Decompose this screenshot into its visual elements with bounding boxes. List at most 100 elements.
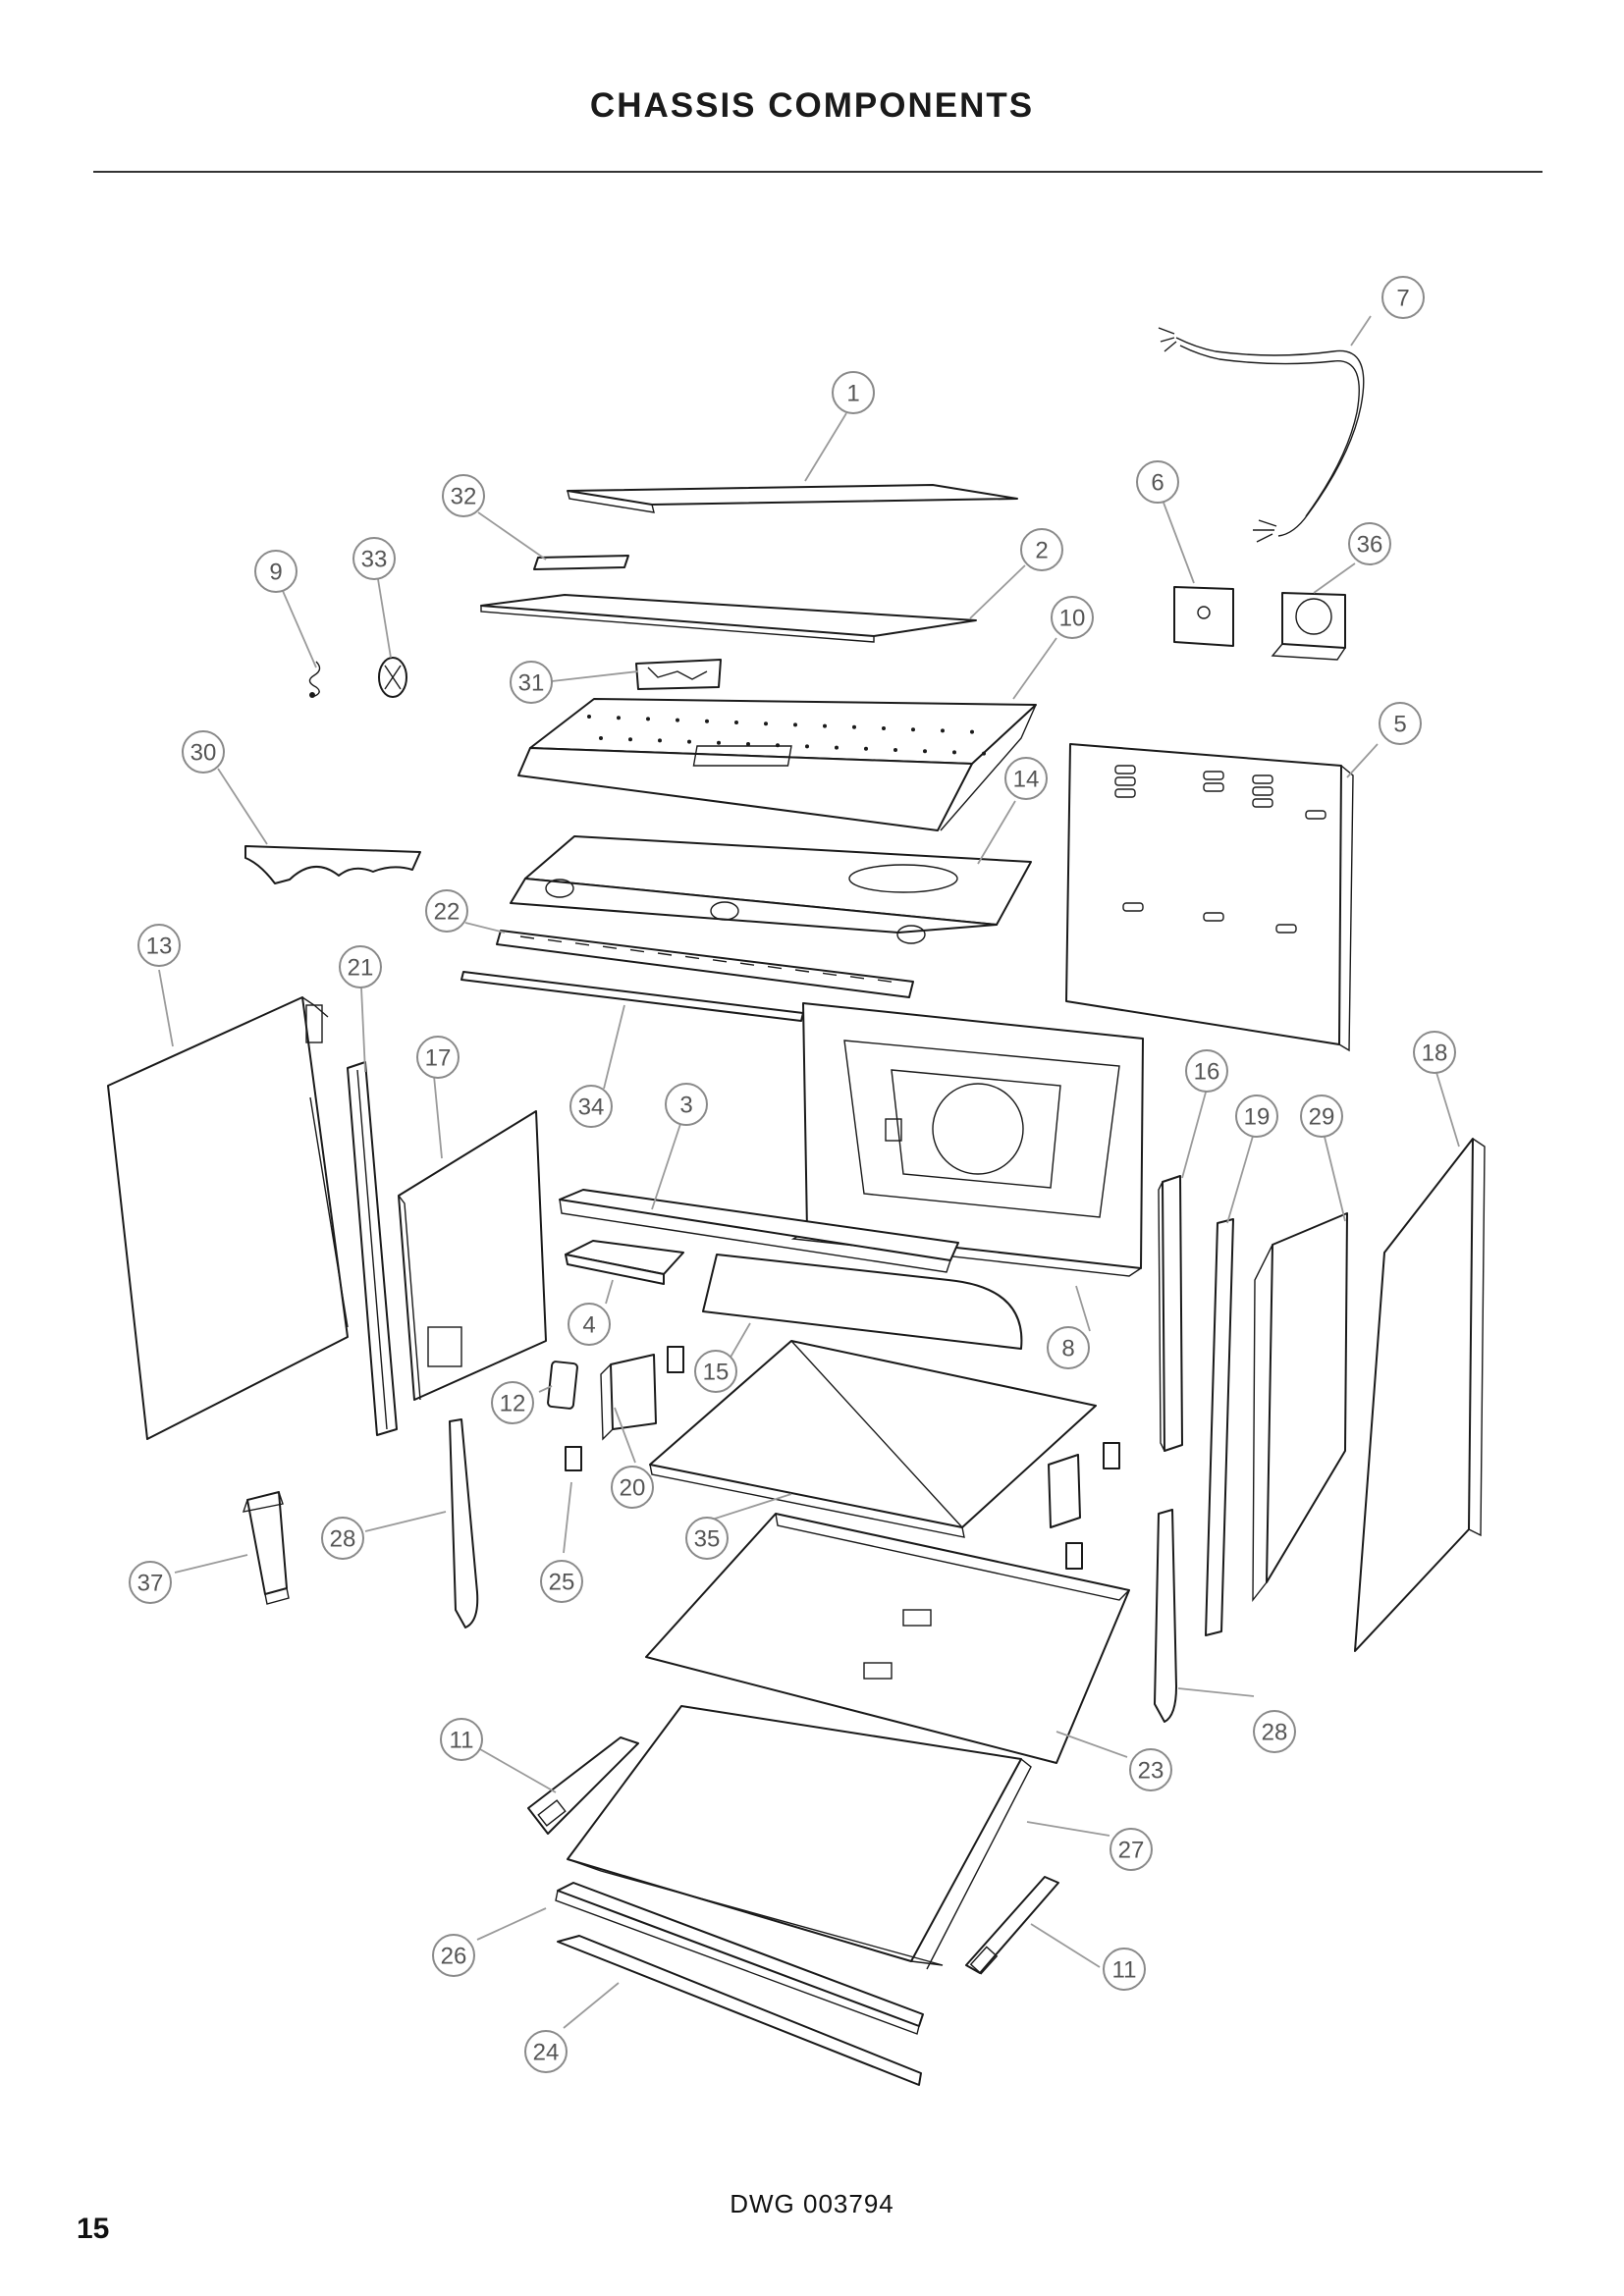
part-17-insulation-panel bbox=[398, 1110, 547, 1401]
callout-18: 18 bbox=[1413, 1031, 1456, 1074]
part-20-bracket bbox=[600, 1354, 657, 1441]
svg-text:3: 3 bbox=[679, 1093, 692, 1119]
part-32-strip bbox=[533, 555, 629, 570]
callout-15: 15 bbox=[694, 1350, 737, 1393]
callout-25: 25 bbox=[540, 1560, 583, 1603]
svg-text:5: 5 bbox=[1393, 712, 1406, 738]
svg-text:9: 9 bbox=[269, 560, 282, 586]
callout-11-left: 11 bbox=[440, 1718, 483, 1761]
callout-20: 20 bbox=[611, 1466, 654, 1509]
part-11-right-foot bbox=[965, 1876, 1059, 1975]
part-33-fan-clip bbox=[378, 657, 407, 698]
svg-text:36: 36 bbox=[1357, 532, 1383, 559]
callout-28-right: 28 bbox=[1253, 1710, 1296, 1753]
part-28-right-trim bbox=[1154, 1509, 1177, 1723]
part-14-duct-panel bbox=[510, 835, 1032, 944]
svg-text:33: 33 bbox=[361, 547, 388, 573]
part-1-top-cover bbox=[567, 484, 1018, 513]
svg-text:23: 23 bbox=[1138, 1758, 1164, 1785]
callout-11-right: 11 bbox=[1103, 1948, 1146, 1991]
part-36-fan-bracket bbox=[1271, 592, 1346, 661]
callout-27: 27 bbox=[1110, 1828, 1153, 1871]
svg-text:12: 12 bbox=[500, 1391, 526, 1417]
svg-text:8: 8 bbox=[1061, 1336, 1074, 1362]
part-18-right-side-panel bbox=[1354, 1138, 1486, 1652]
svg-text:25: 25 bbox=[549, 1570, 575, 1596]
svg-text:32: 32 bbox=[451, 484, 477, 510]
svg-text:14: 14 bbox=[1013, 767, 1040, 793]
part-15-small-blocks bbox=[565, 1346, 684, 1471]
page-number: 15 bbox=[77, 2213, 110, 2245]
svg-text:16: 16 bbox=[1194, 1059, 1220, 1086]
callout-21: 21 bbox=[339, 945, 382, 988]
svg-text:15: 15 bbox=[703, 1360, 730, 1386]
part-2-insulation-panel bbox=[480, 594, 977, 643]
part-21-front-upright bbox=[347, 1061, 398, 1436]
part-19-upright bbox=[1205, 1218, 1234, 1636]
svg-text:11: 11 bbox=[450, 1728, 474, 1754]
svg-text:37: 37 bbox=[137, 1571, 164, 1597]
drawing-number: DWG 003794 bbox=[730, 2189, 894, 2218]
svg-text:6: 6 bbox=[1151, 470, 1164, 497]
svg-text:21: 21 bbox=[348, 955, 374, 982]
part-9-clip bbox=[308, 661, 321, 698]
svg-text:20: 20 bbox=[620, 1475, 646, 1502]
callout-10: 10 bbox=[1051, 596, 1094, 639]
part-13-left-side-panel bbox=[107, 996, 349, 1440]
part-11-left-foot bbox=[527, 1736, 639, 1835]
callout-26: 26 bbox=[432, 1934, 475, 1977]
part-4-tray bbox=[565, 1240, 684, 1285]
part-10-inner-top-panel bbox=[517, 698, 1037, 831]
part-28-left-trim bbox=[449, 1418, 479, 1629]
callout-33: 33 bbox=[352, 537, 396, 580]
callout-6: 6 bbox=[1136, 460, 1179, 504]
callout-35: 35 bbox=[685, 1517, 729, 1560]
callout-17: 17 bbox=[416, 1036, 460, 1079]
part-24-kick-plate bbox=[557, 1935, 922, 2086]
svg-text:28: 28 bbox=[1262, 1720, 1288, 1746]
svg-text:30: 30 bbox=[190, 740, 217, 767]
part-34-seal-strip bbox=[460, 971, 804, 1022]
svg-text:11: 11 bbox=[1112, 1957, 1137, 1984]
callout-7: 7 bbox=[1381, 276, 1425, 319]
part-23-floor-panel bbox=[645, 1513, 1130, 1764]
callout-16: 16 bbox=[1185, 1049, 1228, 1093]
leader-lines bbox=[158, 315, 1460, 2029]
svg-text:27: 27 bbox=[1118, 1838, 1145, 1864]
part-12-plate bbox=[547, 1361, 578, 1410]
svg-text:10: 10 bbox=[1059, 606, 1086, 632]
svg-text:35: 35 bbox=[694, 1526, 721, 1553]
callout-5: 5 bbox=[1379, 702, 1422, 745]
part-29-side-insulation bbox=[1252, 1212, 1348, 1603]
part-22-vent-strip bbox=[496, 930, 914, 998]
callout-3: 3 bbox=[665, 1083, 708, 1126]
svg-text:1: 1 bbox=[846, 381, 859, 407]
callout-30: 30 bbox=[182, 730, 225, 774]
svg-text:28: 28 bbox=[330, 1526, 356, 1553]
part-15-deflector bbox=[702, 1254, 1023, 1350]
callout-2: 2 bbox=[1020, 528, 1063, 571]
callout-32: 32 bbox=[442, 474, 485, 517]
svg-text:18: 18 bbox=[1422, 1041, 1448, 1067]
svg-text:17: 17 bbox=[425, 1045, 452, 1072]
page-title: CHASSIS COMPONENTS bbox=[589, 86, 1035, 125]
svg-text:7: 7 bbox=[1396, 286, 1409, 312]
part-35-side-brackets bbox=[1048, 1442, 1120, 1570]
title-divider bbox=[93, 171, 1543, 173]
callout-8: 8 bbox=[1047, 1326, 1090, 1369]
part-6-bracket bbox=[1173, 586, 1234, 647]
callout-31: 31 bbox=[510, 661, 553, 704]
svg-text:26: 26 bbox=[441, 1944, 467, 1970]
callout-13: 13 bbox=[137, 924, 181, 967]
part-3-rail bbox=[559, 1189, 959, 1273]
part-35-door-seal-frame bbox=[649, 1340, 1097, 1538]
svg-text:2: 2 bbox=[1035, 538, 1048, 564]
callout-19: 19 bbox=[1235, 1095, 1278, 1138]
callout-23: 23 bbox=[1129, 1748, 1172, 1791]
callout-29: 29 bbox=[1300, 1095, 1343, 1138]
callout-28-left: 28 bbox=[321, 1517, 364, 1560]
callout-1: 1 bbox=[832, 371, 875, 414]
svg-text:19: 19 bbox=[1244, 1104, 1271, 1131]
callout-22: 22 bbox=[425, 889, 468, 933]
